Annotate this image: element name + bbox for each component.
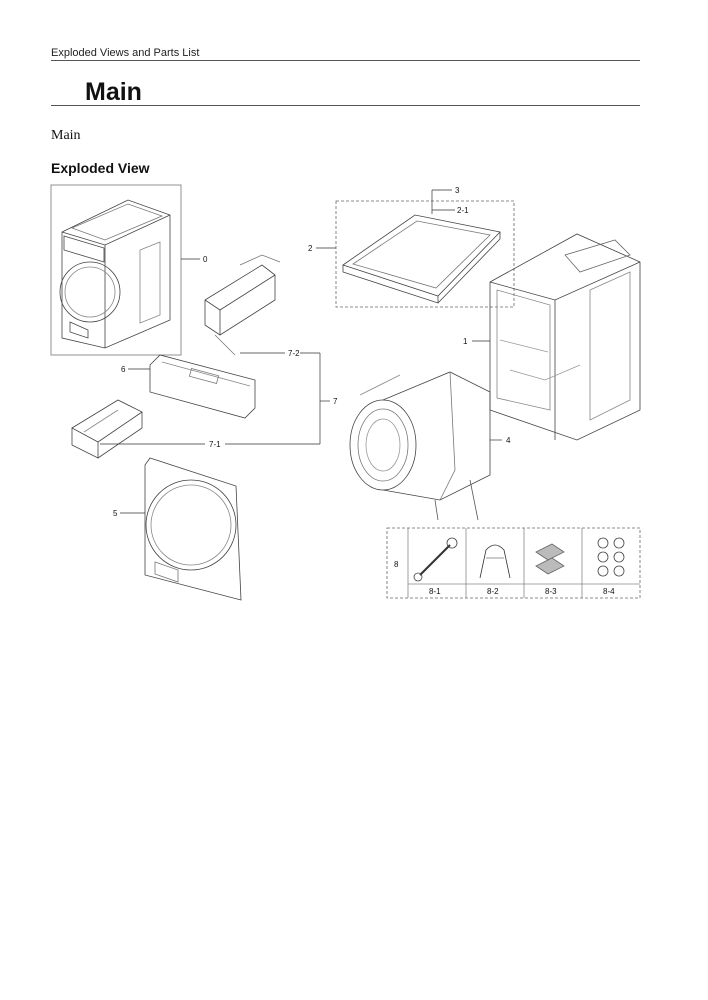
page-subtitle: Main bbox=[51, 128, 81, 143]
callout-1: 1 bbox=[463, 337, 468, 346]
detergent-drawer-illustration bbox=[71, 399, 143, 459]
callout-8-4: 8-4 bbox=[603, 587, 615, 596]
washer-assembly-illustration bbox=[50, 184, 182, 356]
callout-2-1: 2-1 bbox=[457, 206, 469, 215]
callout-8-2: 8-2 bbox=[487, 587, 499, 596]
title-rule bbox=[51, 105, 640, 106]
callout-7: 7 bbox=[333, 397, 338, 406]
control-panel-illustration bbox=[149, 354, 256, 419]
callout-4: 4 bbox=[506, 436, 511, 445]
front-panel-illustration bbox=[144, 457, 242, 601]
callout-6: 6 bbox=[121, 365, 126, 374]
accessories-box-illustration bbox=[386, 527, 641, 599]
callout-8-3: 8-3 bbox=[545, 587, 557, 596]
callout-5: 5 bbox=[113, 509, 118, 518]
cabinet-illustration bbox=[489, 233, 641, 441]
tub-assembly-illustration bbox=[349, 371, 491, 521]
callout-2: 2 bbox=[308, 244, 313, 253]
dispenser-assembly-illustration bbox=[204, 254, 281, 356]
callout-0: 0 bbox=[203, 255, 208, 264]
page-title: Main bbox=[85, 78, 142, 106]
callout-8: 8 bbox=[394, 560, 399, 569]
callout-8-1: 8-1 bbox=[429, 587, 441, 596]
header-rule bbox=[51, 60, 640, 61]
top-cover-illustration bbox=[335, 200, 515, 308]
callout-3: 3 bbox=[455, 186, 460, 195]
section-heading: Exploded View bbox=[51, 160, 150, 176]
callout-7-1: 7-1 bbox=[209, 440, 221, 449]
callout-7-2: 7-2 bbox=[288, 349, 300, 358]
page-header: Exploded Views and Parts List bbox=[51, 47, 200, 59]
